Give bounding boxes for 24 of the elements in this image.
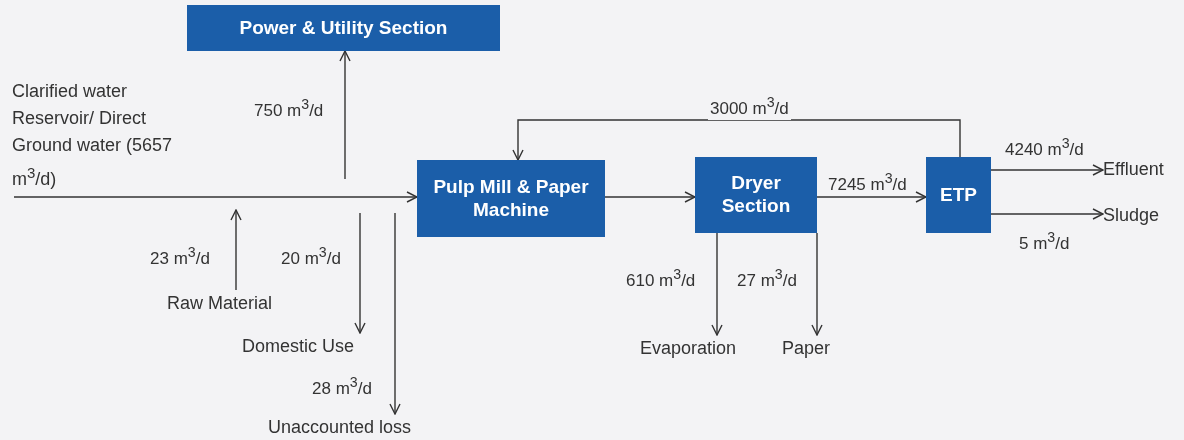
flow-label: Effluent xyxy=(1103,156,1164,183)
process-box: Pulp Mill & Paper Machine xyxy=(417,160,605,237)
arrow xyxy=(990,164,1104,176)
arrow xyxy=(990,208,1104,220)
flow-label: Clarified water Reservoir/ Direct Ground water (5657 m$^{3}$/d) xyxy=(12,78,194,193)
flow-label: Evaporation xyxy=(640,335,737,362)
arrow xyxy=(354,212,366,334)
arrow xyxy=(13,191,418,203)
flow-label: Sludge xyxy=(1103,202,1160,229)
arrow xyxy=(389,212,401,415)
arrow xyxy=(604,191,696,203)
arrow xyxy=(711,232,723,336)
arrow xyxy=(512,119,961,161)
flow-label: Unaccounted loss xyxy=(268,414,412,440)
arrow xyxy=(811,232,823,336)
process-box: Power & Utility Section xyxy=(187,5,500,51)
arrow xyxy=(230,209,242,291)
flow-label: Raw Material xyxy=(167,290,273,317)
flow-label: Paper xyxy=(782,335,831,362)
process-box: ETP xyxy=(926,157,991,233)
arrow xyxy=(339,50,351,180)
process-box: Dryer Section xyxy=(695,157,817,233)
flow-label: Domestic Use xyxy=(242,333,355,360)
arrow xyxy=(816,191,927,203)
